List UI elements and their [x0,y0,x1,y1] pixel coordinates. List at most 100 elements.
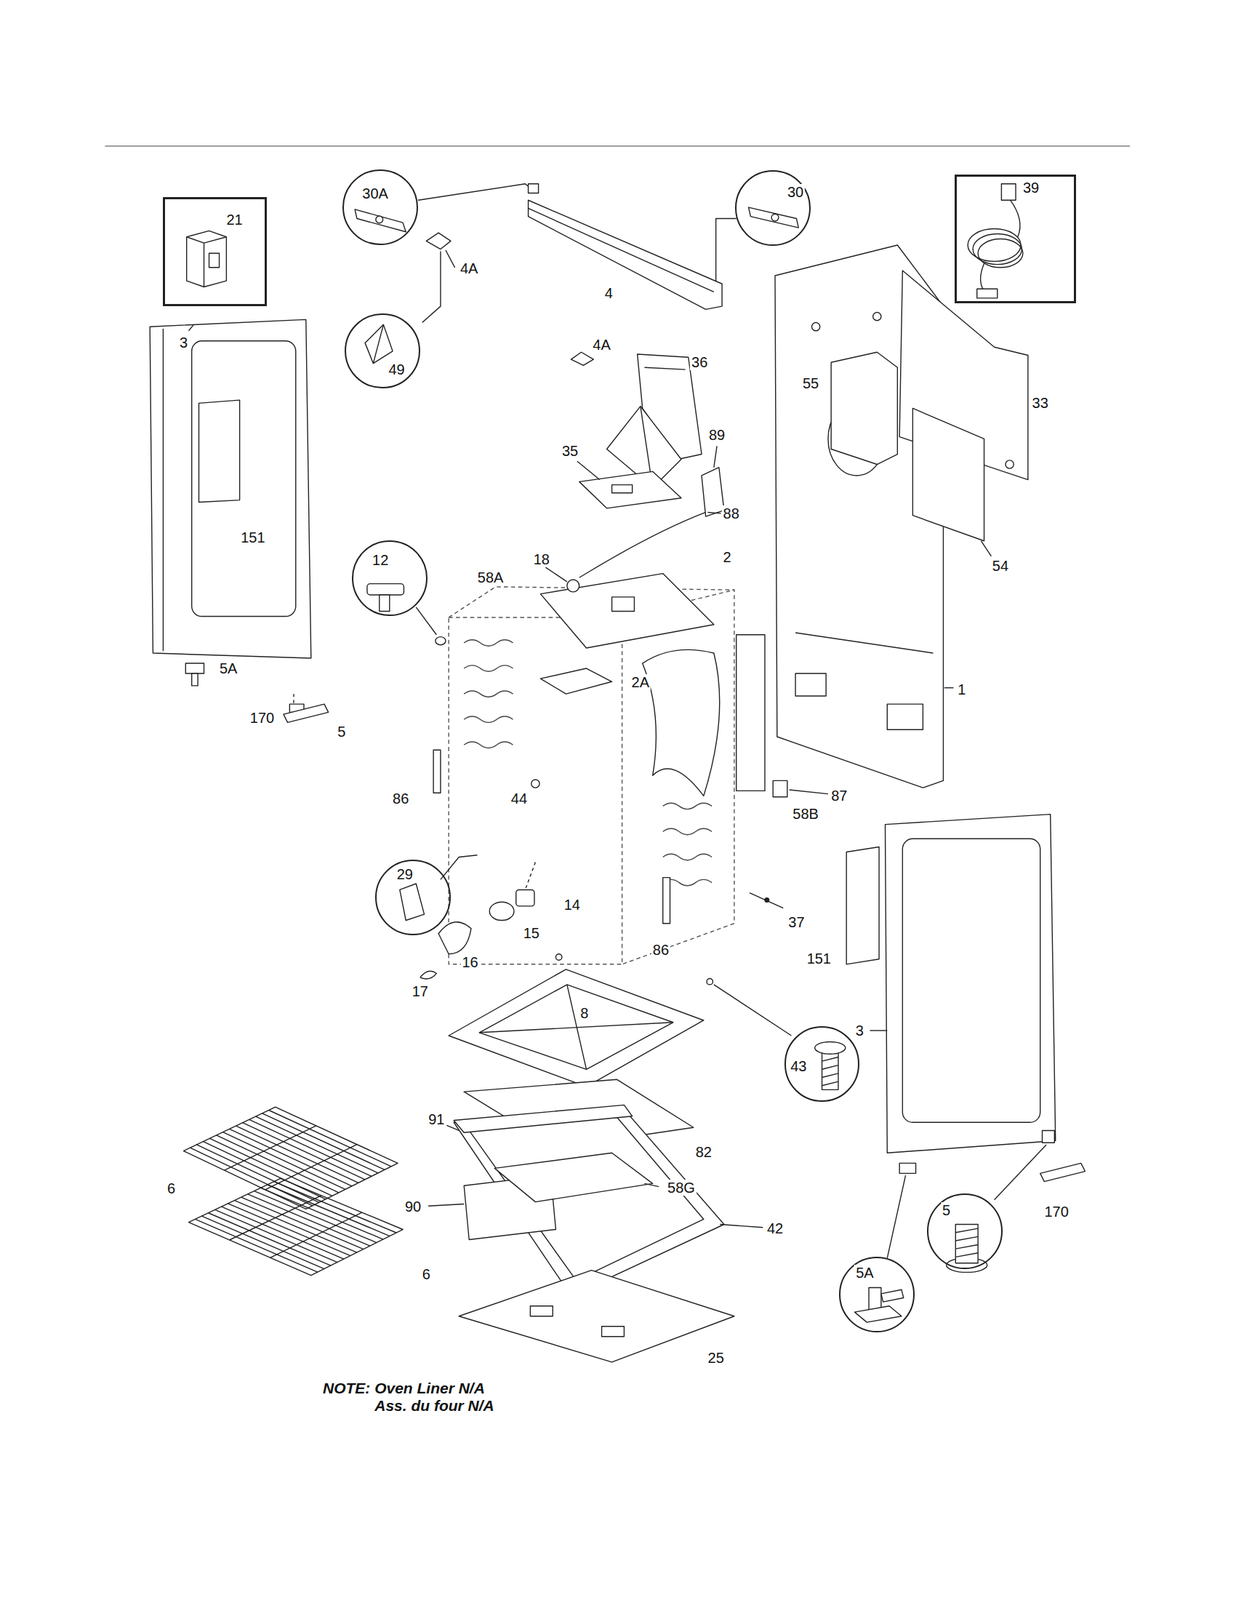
part-icon-21 [209,253,220,268]
leader-line [545,567,567,582]
leveler-icon-5a [881,1289,904,1302]
leader-line [418,183,531,200]
top-member [528,207,714,292]
callout-number: 3 [854,1022,866,1039]
bracket-91 [453,1104,632,1133]
part-box: 39 [954,174,1077,304]
part-icon-21 [186,230,227,287]
power-cord-icon [977,239,1023,268]
detail-circle: 12 [351,540,428,616]
bracket-icon-30 [771,213,779,222]
top-member [528,199,723,309]
oven-rack [224,1125,317,1170]
bottom-cover [458,1270,735,1362]
clip-icon-49 [364,324,393,363]
callout-number: 54 [990,557,1010,574]
callout-number: 86 [391,790,411,807]
side-panel-left [149,319,312,658]
callout-number: 36 [689,354,709,371]
element-icon-12 [367,583,404,612]
callout-number: 8 [578,1004,590,1021]
leader-line [994,1144,1047,1200]
callout-number: 55 [801,375,821,392]
oven-rack [188,1177,403,1275]
side-panel-right [884,814,1055,1154]
callout-number: 18 [532,551,552,568]
oven-bottom [567,984,587,1069]
callout-number: 21 [224,211,244,228]
leveler-icon-5 [955,1228,978,1233]
bracket-icon-30 [748,207,800,228]
bottom-cover [458,1270,735,1362]
screw-icon-43 [815,1041,846,1090]
callout-number: 16 [460,953,480,970]
cavity-top-plate [567,579,580,592]
leveler-icon-5a [868,1286,882,1310]
callout-number: 82 [694,1143,714,1160]
side-panel-right [846,814,1056,1154]
screw-icon-43 [815,1041,846,1054]
rack-rails [463,690,513,697]
leader-line [293,693,294,704]
leader-line [422,250,441,323]
rear-shield [831,351,898,464]
leveling-foot [283,703,329,722]
callout-number: 17 [410,982,430,999]
sensor-bracket [701,467,725,517]
callout-number: 12 [370,551,390,568]
callout-number: 4A [591,336,612,353]
note-text: Ass. du four N/A [372,1396,496,1414]
lamp-cover [438,921,472,954]
leader-line [980,540,991,557]
screw [555,953,562,960]
leveler-icon-5 [955,1236,978,1241]
callout-number: 5A [218,660,239,677]
callout-number: 3 [178,334,190,351]
callout-number: 42 [765,1220,785,1236]
leader-line [789,789,829,794]
leader-line [887,1174,906,1258]
power-cord-icon [1009,199,1021,238]
callout-number: 49 [386,361,406,378]
callout-number: 37 [786,913,806,930]
vent-duct [607,354,702,488]
leader-line [713,445,717,467]
lamp-socket [516,889,535,906]
callout-number: 33 [1030,394,1050,411]
detail-circle: 30A [342,169,419,246]
callout-number: 30 [785,183,805,200]
drawer-frame [453,1106,725,1295]
detail-circle: 30 [735,170,811,246]
rack-bracket [433,749,441,793]
callout-number: 151 [239,529,267,546]
duct-plate [579,471,682,508]
rack-rails [663,828,712,834]
lamp-cover [438,921,472,954]
duct-plate [612,484,633,493]
clip-4a [570,351,594,365]
screw-icon-43 [822,1056,839,1061]
wire-37 [764,897,770,903]
terminal-block [772,780,788,797]
power-cord-icon [977,288,998,299]
rack-rails [663,802,712,809]
detail-circle: 43 [784,1025,861,1102]
lamp-bulb [489,901,515,920]
leveling-foot [185,663,204,674]
screw-icon-43 [822,1081,839,1086]
callout-number: 2 [721,548,733,565]
rack-rails [463,665,513,672]
lamp-clip [420,970,437,979]
callout-number: 5A [854,1264,875,1281]
cavity-top-plate [612,596,635,612]
back-panel [887,703,923,730]
rear-plate [912,407,984,541]
bracket-icon-30a [375,215,384,224]
oven-rack [183,1106,398,1209]
wire-37 [749,892,784,909]
callout-number: 58G [665,1179,697,1196]
clip-icon-29 [399,883,425,920]
leader-line [707,511,721,513]
element-terminal [435,636,446,645]
